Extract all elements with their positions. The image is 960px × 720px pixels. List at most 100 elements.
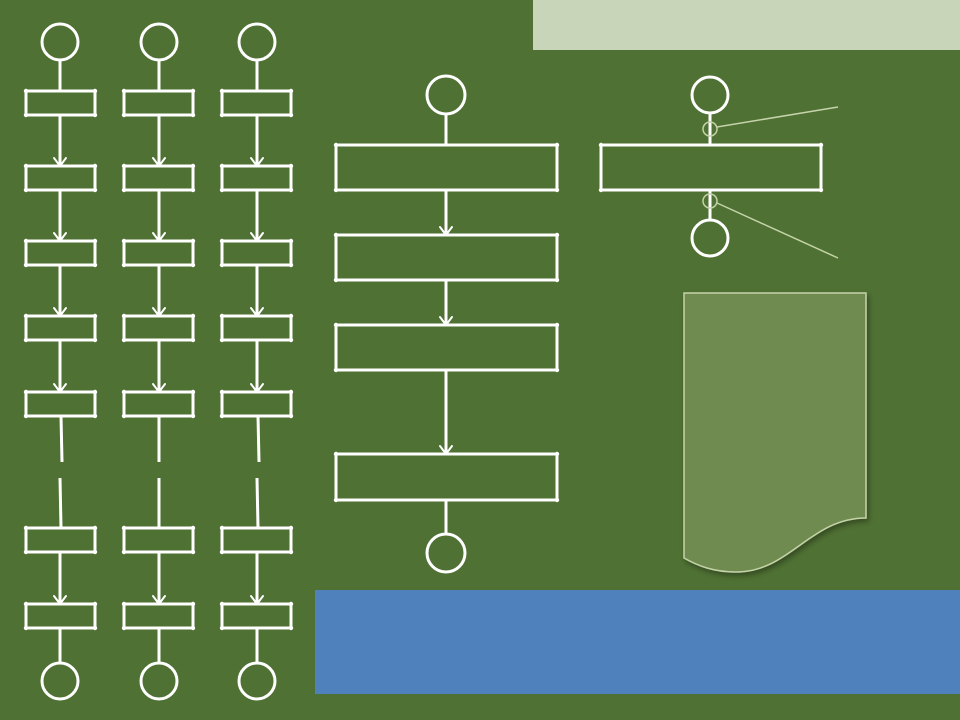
corner-dot: [23, 313, 29, 319]
corner-dot: [288, 187, 294, 193]
corner-dot: [190, 601, 196, 607]
corner-dot: [288, 389, 294, 395]
corner-dot: [219, 549, 225, 555]
corner-dot: [333, 451, 339, 457]
corner-dot: [190, 262, 196, 268]
corner-dot: [288, 238, 294, 244]
corner-dot: [23, 525, 29, 531]
corner-dot: [121, 413, 127, 419]
corner-dot: [288, 601, 294, 607]
corner-dot: [121, 88, 127, 94]
end-node: [40, 661, 80, 701]
corner-dot: [288, 549, 294, 555]
corner-dot: [219, 525, 225, 531]
process-step: [220, 390, 293, 418]
corner-dot: [121, 238, 127, 244]
corner-dot: [288, 525, 294, 531]
corner-dot: [190, 413, 196, 419]
corner-dot: [121, 262, 127, 268]
connection-point-top: [702, 121, 718, 137]
corner-dot: [288, 88, 294, 94]
corner-dot: [190, 625, 196, 631]
corner-dot: [23, 112, 29, 118]
corner-dot: [92, 112, 98, 118]
corner-dot: [554, 497, 560, 503]
callout-line-top: [716, 106, 839, 128]
corner-dot: [23, 549, 29, 555]
corner-dot: [288, 625, 294, 631]
flow-column-2: [121, 22, 196, 701]
corner-dot: [92, 625, 98, 631]
corner-dot: [288, 337, 294, 343]
corner-dot: [190, 238, 196, 244]
corner-dot: [121, 112, 127, 118]
corner-dot: [121, 549, 127, 555]
corner-dot: [219, 625, 225, 631]
corner-dot: [554, 367, 560, 373]
corner-dot: [92, 313, 98, 319]
corner-dot: [219, 413, 225, 419]
corner-dot: [92, 413, 98, 419]
corner-dot: [190, 389, 196, 395]
corner-dot: [92, 601, 98, 607]
corner-dot: [92, 525, 98, 531]
corner-dot: [554, 451, 560, 457]
corner-dot: [288, 313, 294, 319]
corner-dot: [190, 163, 196, 169]
end-node: [139, 661, 179, 701]
corner-dot: [121, 601, 127, 607]
corner-dot: [92, 238, 98, 244]
bottom-band: [315, 590, 960, 694]
corner-dot: [818, 187, 824, 193]
end-node: [237, 661, 277, 701]
corner-dot: [219, 313, 225, 319]
corner-dot: [121, 389, 127, 395]
corner-dot: [219, 112, 225, 118]
main-end-node: [425, 532, 467, 574]
corner-dot: [121, 313, 127, 319]
corner-dot: [23, 337, 29, 343]
main-flow: [333, 74, 560, 574]
corner-dot: [598, 142, 604, 148]
detail-end-node: [690, 218, 730, 258]
corner-dot: [219, 187, 225, 193]
corner-dot: [288, 413, 294, 419]
top-band: [533, 0, 960, 50]
corner-dot: [92, 389, 98, 395]
flow-column-1: [23, 22, 98, 701]
corner-dot: [554, 277, 560, 283]
corner-dot: [190, 313, 196, 319]
corner-dot: [333, 367, 339, 373]
corner-dot: [121, 163, 127, 169]
corner-dot: [333, 322, 339, 328]
corner-dot: [333, 187, 339, 193]
corner-dot: [92, 187, 98, 193]
corner-dot: [190, 187, 196, 193]
corner-dot: [190, 549, 196, 555]
corner-dot: [598, 187, 604, 193]
corner-dot: [333, 232, 339, 238]
corner-dot: [554, 322, 560, 328]
connection-point-bottom: [702, 193, 718, 209]
corner-dot: [23, 187, 29, 193]
corner-dot: [92, 262, 98, 268]
corner-dot: [554, 187, 560, 193]
flow-column-3: [219, 22, 294, 701]
corner-dot: [219, 389, 225, 395]
corner-dot: [288, 262, 294, 268]
corner-dot: [219, 601, 225, 607]
corner-dot: [190, 112, 196, 118]
corner-dot: [190, 337, 196, 343]
corner-dot: [219, 337, 225, 343]
detail-callout: [598, 75, 839, 259]
callout-line-bottom: [716, 202, 839, 259]
corner-dot: [333, 277, 339, 283]
corner-dot: [219, 238, 225, 244]
process-step: [24, 390, 97, 418]
corner-dot: [92, 337, 98, 343]
corner-dot: [23, 413, 29, 419]
corner-dot: [190, 525, 196, 531]
corner-dot: [23, 389, 29, 395]
